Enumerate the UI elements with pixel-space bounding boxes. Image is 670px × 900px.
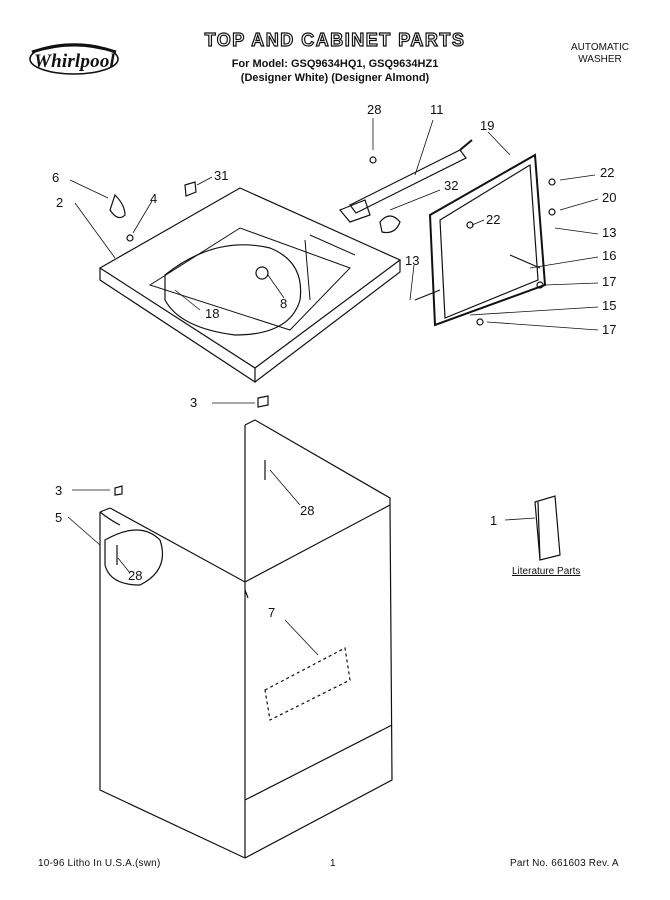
callout-16: 16 bbox=[602, 248, 616, 263]
callout-17-upper: 17 bbox=[602, 274, 616, 289]
brand-logo: Whirlpool bbox=[28, 42, 120, 76]
literature-book bbox=[534, 495, 561, 561]
callout-28-mid: 28 bbox=[300, 503, 314, 518]
callout-5: 5 bbox=[55, 510, 62, 525]
callout-28-top: 28 bbox=[367, 102, 381, 117]
callout-20: 20 bbox=[602, 190, 616, 205]
callout-3-top: 3 bbox=[190, 395, 197, 410]
callout-31: 31 bbox=[214, 168, 228, 183]
color-line: (Designer White) (Designer Almond) bbox=[240, 72, 430, 84]
callout-28-left: 28 bbox=[128, 568, 142, 583]
hardware-parts bbox=[109, 156, 556, 565]
logo-swoosh bbox=[29, 43, 119, 75]
callout-8: 8 bbox=[280, 296, 287, 311]
callout-1: 1 bbox=[490, 513, 497, 528]
callout-22-right: 22 bbox=[600, 165, 614, 180]
model-line: For Model: GSQ9634HQ1, GSQ9634HZ1 bbox=[231, 58, 439, 70]
callout-17-lower: 17 bbox=[602, 322, 616, 337]
callout-4: 4 bbox=[150, 191, 157, 206]
callout-32: 32 bbox=[444, 178, 458, 193]
callout-22-inner: 22 bbox=[486, 212, 500, 227]
callout-19: 19 bbox=[480, 118, 494, 133]
page-title: TOP AND CABINET PARTS bbox=[204, 29, 466, 50]
footer-page-number: 1 bbox=[330, 858, 336, 869]
callout-3-left: 3 bbox=[55, 483, 62, 498]
callout-18: 18 bbox=[205, 306, 219, 321]
callout-13-right: 13 bbox=[602, 225, 616, 240]
product-line-2: WASHER bbox=[578, 54, 622, 65]
callout-2: 2 bbox=[56, 195, 63, 210]
callout-11: 11 bbox=[430, 102, 444, 117]
product-type: AUTOMATIC WASHER bbox=[560, 42, 640, 66]
hinge-rod bbox=[339, 139, 473, 234]
cabinet bbox=[99, 419, 393, 859]
top-panel bbox=[98, 187, 402, 384]
callout-7: 7 bbox=[268, 605, 275, 620]
footer-print-info: 10-96 Litho In U.S.A.(swn) bbox=[38, 858, 161, 869]
callout-6: 6 bbox=[52, 170, 59, 185]
literature-parts-label: Literature Parts bbox=[512, 566, 581, 577]
leader-lines bbox=[67, 118, 599, 656]
callout-13-left: 13 bbox=[405, 253, 419, 268]
product-line-1: AUTOMATIC bbox=[571, 42, 629, 53]
brand-name: Whirlpool bbox=[34, 51, 115, 72]
callout-15: 15 bbox=[602, 298, 616, 313]
footer-part-number: Part No. 661603 Rev. A bbox=[510, 858, 619, 869]
lid-ring bbox=[164, 244, 302, 336]
